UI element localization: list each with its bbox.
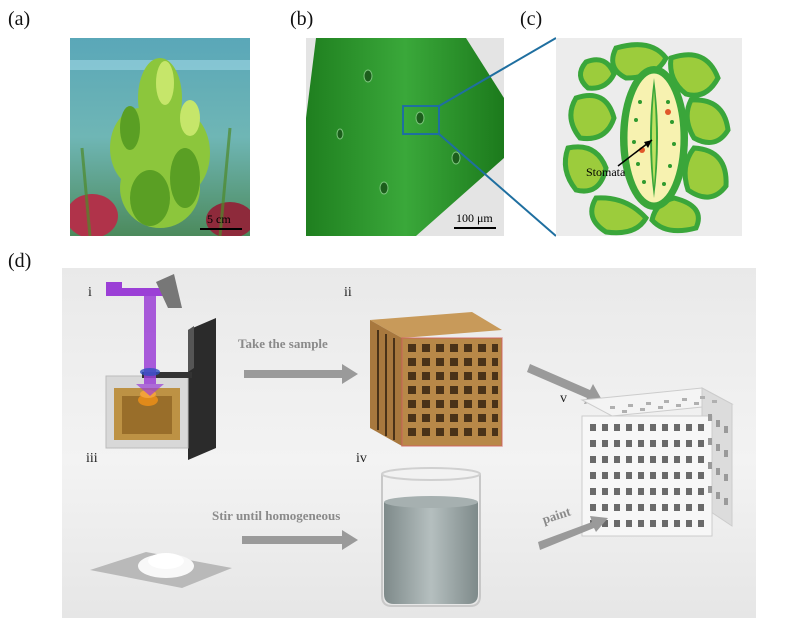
arrow-label-stir: Stir until homogeneous [212,508,340,523]
printer-illustration [105,274,216,460]
plant-photo: 5 cm [70,38,250,236]
step-i-label: i [88,285,92,300]
process-diagram: i ii iii iv v Take the sample [86,274,734,607]
step-ii-label: ii [344,285,352,300]
zoom-connector [438,37,557,237]
leaf-surface: 100 μm [306,38,504,236]
step-v-label: v [560,391,567,406]
panel-label-c: (c) [520,8,543,30]
arrow-label-take-sample: Take the sample [238,336,328,351]
step-iii-label: iii [86,451,98,466]
scale-bar-label-b: 100 μm [456,211,493,225]
scale-bar-label-a: 5 cm [207,212,231,226]
painted-cube [580,387,734,537]
stomata-diagram: Stomata [556,38,742,236]
lattice-cube [370,312,503,447]
panel-label-a: (a) [8,8,31,30]
panel-label-b: (b) [290,8,314,30]
beaker-illustration [381,467,481,607]
powder-illustration [90,552,232,588]
arrow-label-paint: paint [540,503,573,526]
panel-label-d: (d) [8,250,32,272]
step-iv-label: iv [356,451,367,466]
stomata-label: Stomata [586,165,626,179]
